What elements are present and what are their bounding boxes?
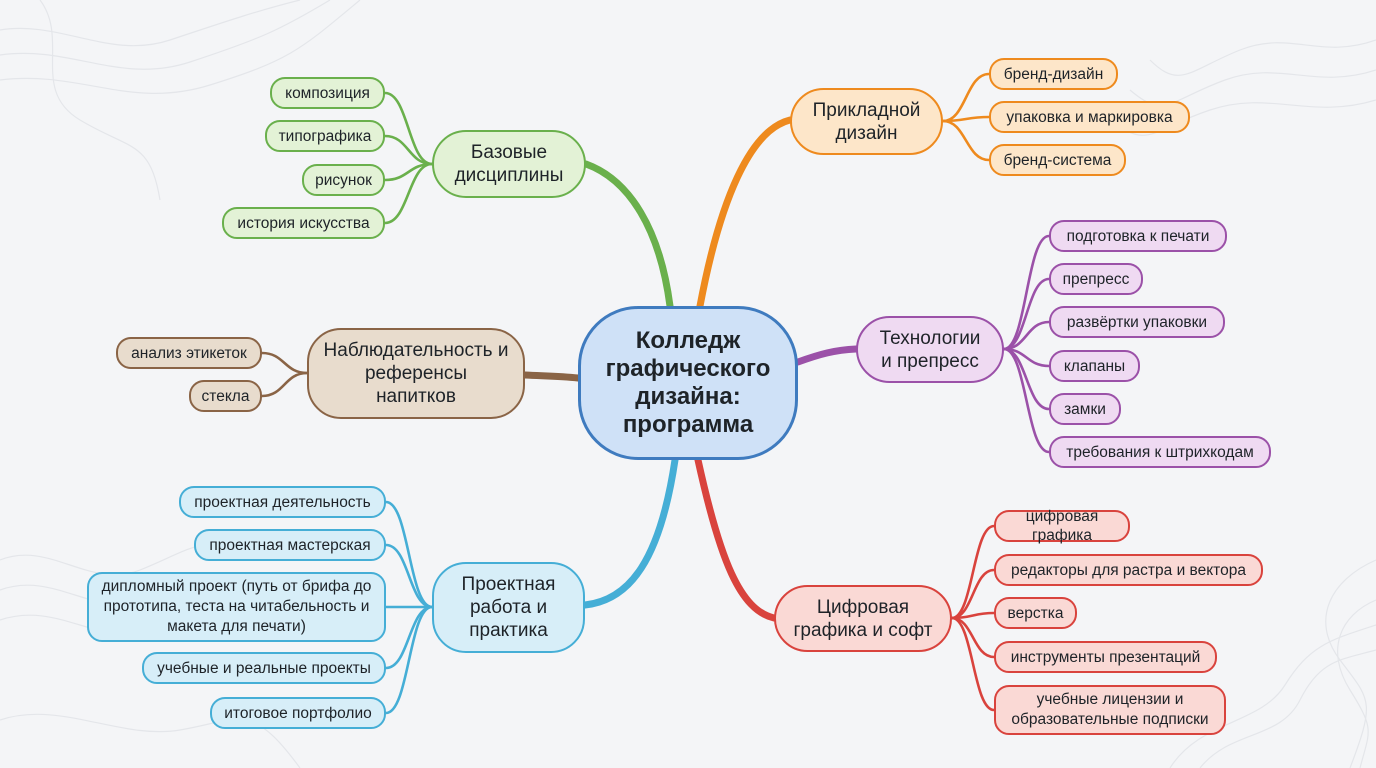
connector-tech-leaf-0 xyxy=(1002,234,1051,351)
connector-digital-leaf-0 xyxy=(950,524,996,620)
connector-center-basic xyxy=(582,160,674,310)
leaf-raster-vector-editors: редакторы для растра и вектора xyxy=(994,554,1263,586)
branch-label: Наблюдательность и референсы напитков xyxy=(323,340,509,407)
leaf-locks: замки xyxy=(1049,393,1121,425)
branch-basic-disciplines: Базовые дисциплины xyxy=(432,130,586,198)
leaf-final-portfolio: итоговое портфолио xyxy=(210,697,386,729)
connector-center-tech xyxy=(794,345,860,366)
connector-center-digital xyxy=(694,456,778,622)
leaf-diploma-project: дипломный проект (путь от брифа до прото… xyxy=(87,572,386,642)
branch-label: Технологии и препресс xyxy=(879,327,981,372)
connector-digital-leaf-3 xyxy=(950,616,996,659)
branch-observation: Наблюдательность и референсы напитков xyxy=(307,328,525,419)
leaf-project-workshop: проектная мастерская xyxy=(194,529,386,561)
leaf-prepress: препресс xyxy=(1049,263,1143,295)
branch-digital-graphics: Цифровая графика и софт xyxy=(774,585,952,652)
leaf-package-dielines: развёртки упаковки xyxy=(1049,306,1225,338)
leaf-brand-system: бренд-система xyxy=(989,144,1126,176)
branch-label: Цифровая графика и софт xyxy=(793,596,933,641)
leaf-flaps: клапаны xyxy=(1049,350,1140,382)
connector-applied-leaf-2 xyxy=(941,119,991,162)
connector-project-leaf-1 xyxy=(384,543,434,609)
connector-project-leaf-4 xyxy=(384,605,434,715)
connector-observation-leaf-1 xyxy=(260,371,309,398)
leaf-education-licenses: учебные лицензии и образовательные подпи… xyxy=(994,685,1226,735)
central-topic-label: Колледж графического дизайна: программа xyxy=(605,327,771,438)
connector-basic-leaf-3 xyxy=(383,162,434,225)
connector-project-leaf-0 xyxy=(384,500,434,609)
leaf-presentation-tools: инструменты презентаций xyxy=(994,641,1217,673)
leaf-typography: типографика xyxy=(265,120,385,152)
branch-label: Проектная работа и практика xyxy=(461,574,556,641)
connector-center-project xyxy=(581,456,679,609)
leaf-real-projects: учебные и реальные проекты xyxy=(142,652,386,684)
branch-technology-prepress: Технологии и препресс xyxy=(856,316,1004,383)
leaf-composition: композиция xyxy=(270,77,385,109)
leaf-digital-graphics: цифровая графика xyxy=(994,508,1130,544)
connector-center-observation xyxy=(521,371,582,382)
connector-observation-leaf-0 xyxy=(260,351,309,375)
leaf-drawing: рисунок xyxy=(302,164,385,196)
connector-tech-leaf-1 xyxy=(1002,277,1051,351)
leaf-label-analysis: анализ этикеток xyxy=(116,337,262,369)
central-topic: Колледж графического дизайна: программа xyxy=(578,306,798,460)
branch-label: Прикладной дизайн xyxy=(812,99,921,144)
leaf-barcode-requirements: требования к штрихкодам xyxy=(1049,436,1271,468)
leaf-print-preparation: подготовка к печати xyxy=(1049,220,1227,252)
branch-project-work: Проектная работа и практика xyxy=(432,562,585,653)
leaf-packaging-labeling: упаковка и маркировка xyxy=(989,101,1190,133)
branch-applied-design: Прикладной дизайн xyxy=(790,88,943,155)
connector-digital-leaf-4 xyxy=(950,616,996,712)
connector-applied-leaf-0 xyxy=(941,72,991,123)
leaf-art-history: история искусства xyxy=(222,207,385,239)
leaf-glass: стекла xyxy=(189,380,262,412)
branch-label: Базовые дисциплины xyxy=(454,142,564,186)
leaf-brand-design: бренд-дизайн xyxy=(989,58,1118,90)
connector-center-applied xyxy=(696,116,794,310)
connector-basic-leaf-1 xyxy=(383,134,434,166)
connector-tech-leaf-5 xyxy=(1002,347,1051,454)
leaf-project-activity: проектная деятельность xyxy=(179,486,386,518)
connector-basic-leaf-0 xyxy=(383,91,434,166)
leaf-layout: верстка xyxy=(994,597,1077,629)
